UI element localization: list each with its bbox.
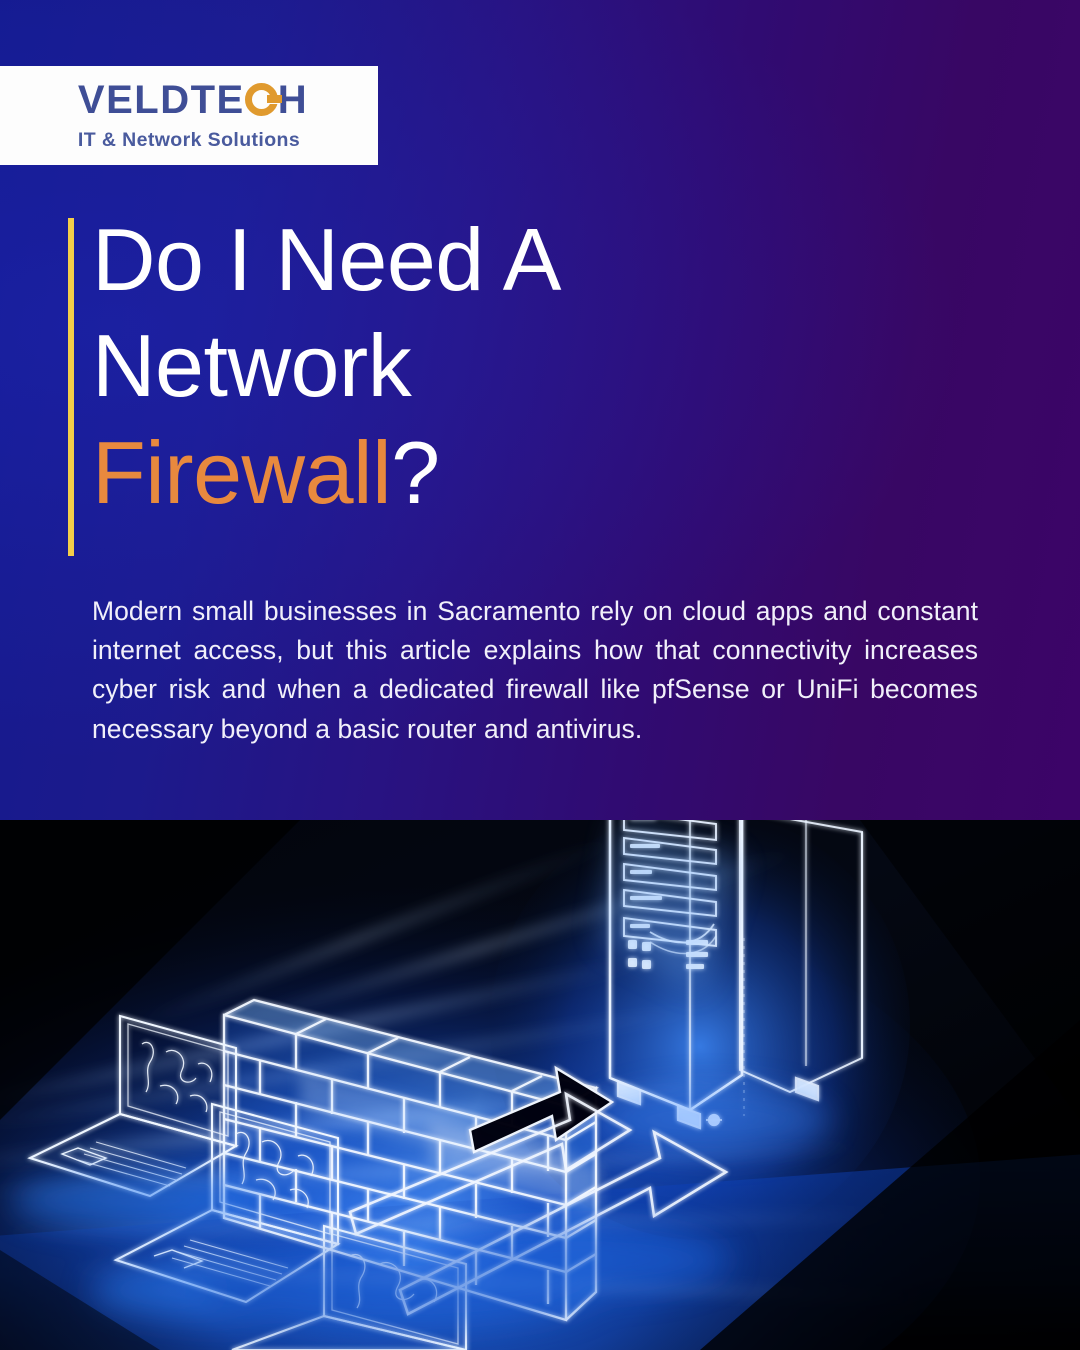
headline-accent-word: Firewall [92,422,392,522]
hero-vignette [0,820,1080,1350]
arrow-outline-upper [348,1091,633,1236]
arrow-dark [468,1065,615,1154]
c-logo-mark-icon [244,83,282,116]
page-title: Do I Need A Network Firewall? [92,207,992,526]
firewall-illustration [0,820,1080,1350]
brand-wordmark: VELDTE H [70,80,308,120]
brand-wordmark-part1: VELDTE [77,77,245,122]
floor-reflections [10,1172,730,1330]
rack-light-wash [592,820,832,1154]
brand-logo[interactable]: VELDTE H IT & Network Solutions [0,66,378,165]
headline-line-1: Do I Need A [92,210,562,309]
headline-line-2: Network [92,316,412,416]
brand-tagline: IT & Network Solutions [77,128,301,151]
headline-accent-bar [68,218,74,556]
description-paragraph: Modern small businesses in Sacramento re… [92,596,978,744]
brand-wordmark-part2: H [277,77,309,122]
headline-question-mark: ? [391,422,440,522]
headline-line-3: Firewall? [92,420,992,526]
hero-image [0,820,1080,1350]
header-panel: VELDTE H IT & Network Solutions Do I Nee… [0,0,1080,820]
